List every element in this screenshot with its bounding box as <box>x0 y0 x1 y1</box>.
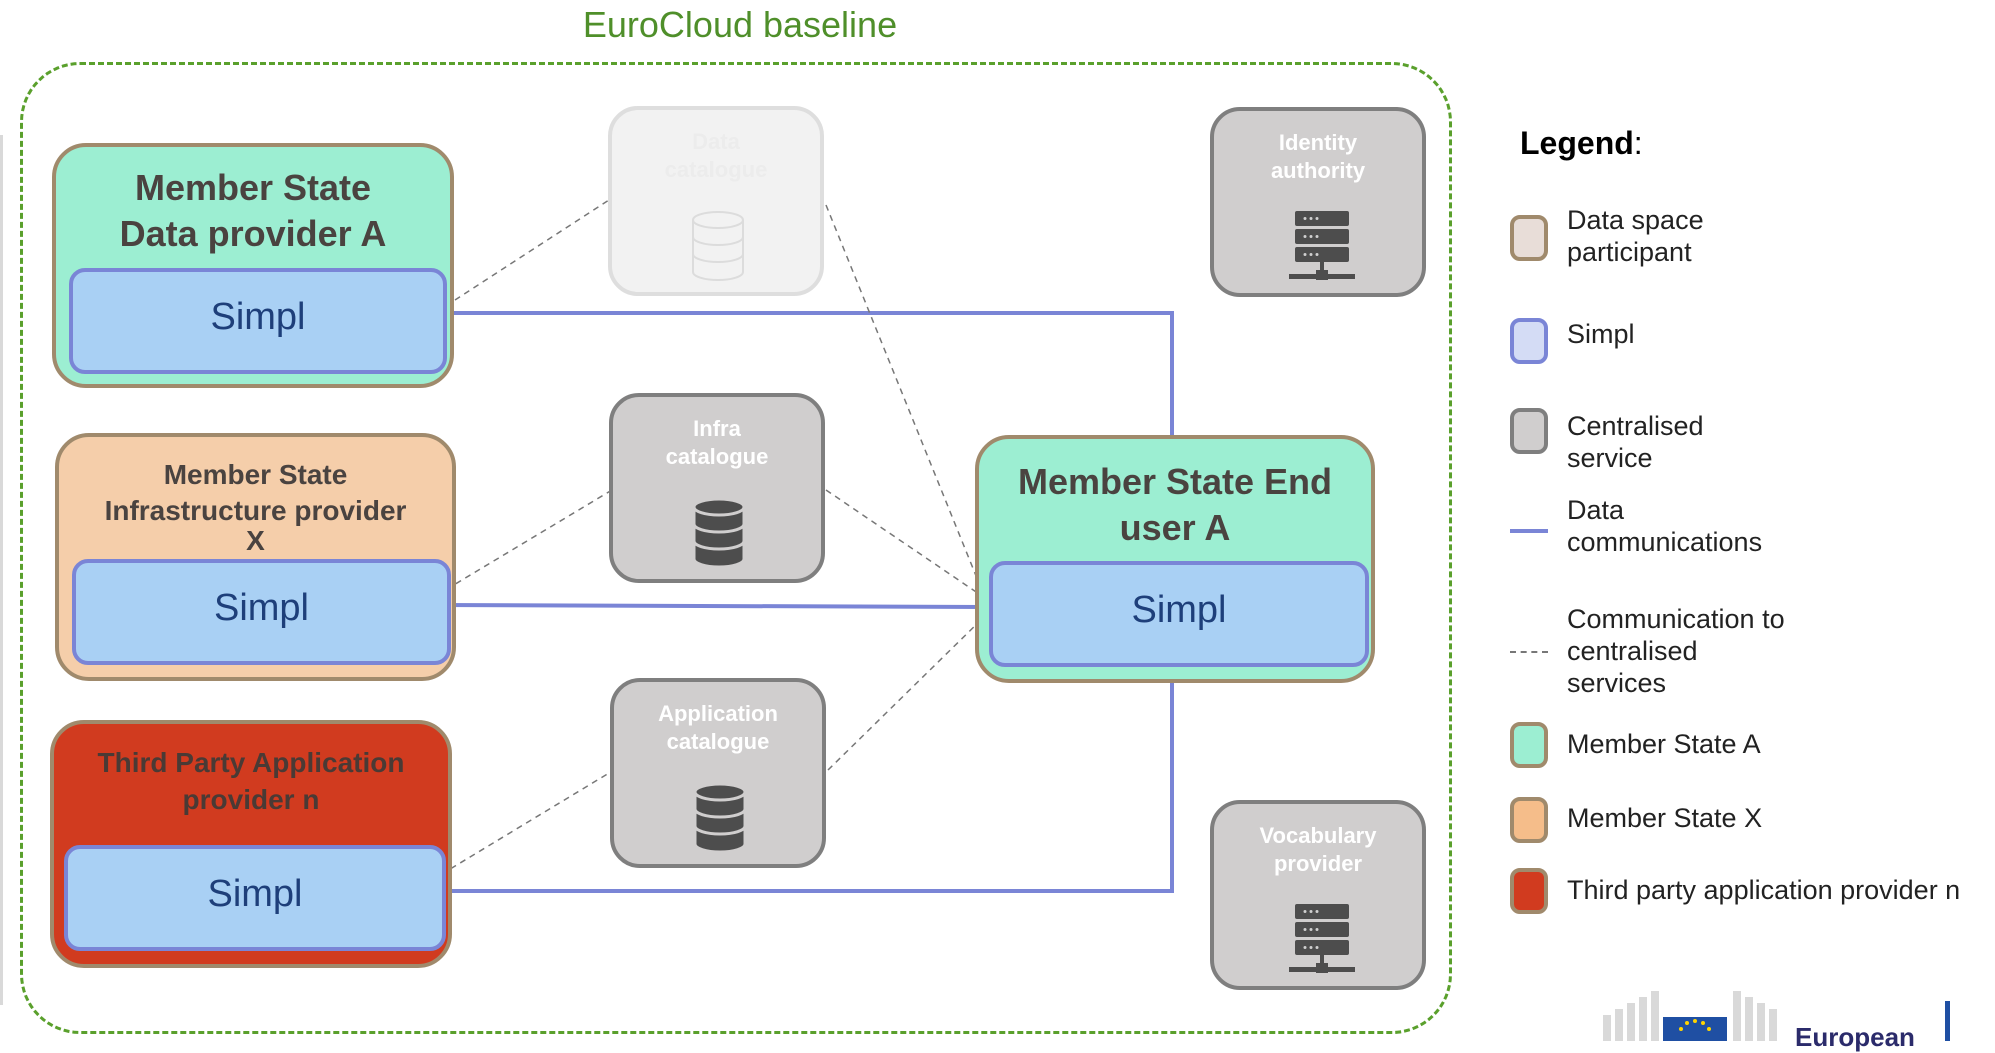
dashed-line-infra-catalogue-end-user <box>825 489 986 599</box>
database-icon <box>692 497 746 569</box>
database-icon <box>693 782 747 854</box>
legend-label-centralised: Centralised service <box>1567 411 1704 473</box>
service-application-catalogue: Application catalogue <box>610 678 826 868</box>
european-commission-logo <box>1603 991 1950 1041</box>
service-data-catalogue: Data catalogue <box>608 106 824 296</box>
dashed-line-data-catalogue-end-user <box>825 204 986 599</box>
legend-swatch-participant <box>1510 215 1548 261</box>
data-line-provider-x <box>436 603 986 609</box>
legend-label-central-communication: Communication to centralised services <box>1567 604 1785 698</box>
legend-line-data-communications <box>1510 529 1548 533</box>
database-icon <box>692 211 744 281</box>
participant-title: Member State Infrastructure provider X <box>104 459 407 556</box>
left-divider <box>0 135 3 1005</box>
diagram-title: EuroCloud baseline <box>582 4 898 45</box>
participant-title: Member State End user A <box>1017 461 1333 548</box>
participant-title: Third Party Application provider n <box>97 747 405 815</box>
legend-line-central-communication <box>1510 651 1548 653</box>
legend-swatch-third-party <box>1510 868 1548 914</box>
legend-label-member-state-x: Member State X <box>1567 803 1763 833</box>
legend-label-participant: Data space participant <box>1567 205 1704 267</box>
legend-title: Legend: <box>1520 125 1643 161</box>
legend-swatch-member-state-a <box>1510 722 1548 768</box>
dashed-line-application-catalogue-end-user <box>827 615 986 771</box>
server-icon <box>1289 904 1355 973</box>
logo-text: European <box>1795 1022 1915 1052</box>
legend-label-member-state-a: Member State A <box>1567 729 1761 759</box>
dashed-line-provider-n-application-catalogue <box>431 769 615 881</box>
dashed-line-provider-x-infra-catalogue <box>436 489 613 596</box>
participant-third-party-application-provider-n: Third Party Application provider n Simpl <box>50 720 452 968</box>
participant-title: Member State Data provider A <box>119 167 387 254</box>
simpl-box[interactable]: Simpl <box>989 561 1369 667</box>
data-line-provider-a <box>450 311 1174 435</box>
server-icon <box>1289 211 1355 280</box>
legend-swatch-simpl <box>1510 318 1548 364</box>
legend-label-simpl: Simpl <box>1567 319 1635 349</box>
data-line-provider-n <box>432 657 1174 893</box>
simpl-box[interactable]: Simpl <box>72 559 451 665</box>
legend-label-third-party: Third party application provider n <box>1567 875 1961 905</box>
eurocloud-boundary <box>20 62 1452 1034</box>
service-infra-catalogue: Infra catalogue <box>609 393 825 583</box>
legend-swatch-member-state-x <box>1510 797 1548 843</box>
participant-end-user-a: Member State End user A Simpl <box>975 435 1375 683</box>
service-vocabulary-provider: Vocabulary provider <box>1210 800 1426 990</box>
service-label: Application catalogue <box>658 701 778 754</box>
simpl-box[interactable]: Simpl <box>69 268 447 374</box>
simpl-box[interactable]: Simpl <box>64 845 446 951</box>
service-label: Identity authority <box>1270 130 1366 183</box>
service-label: Data catalogue <box>664 129 768 182</box>
participant-infrastructure-provider-x: Member State Infrastructure provider X S… <box>55 433 456 681</box>
participant-data-provider-a: Member State Data provider A Simpl <box>52 143 454 388</box>
service-label: Infra catalogue <box>665 416 769 469</box>
service-label: Vocabulary provider <box>1259 823 1377 876</box>
legend-swatch-centralised <box>1510 408 1548 454</box>
dashed-line-provider-a-data-catalogue <box>454 197 613 301</box>
service-identity-authority: Identity authority <box>1210 107 1426 297</box>
legend-label-data-communications: Data communications <box>1567 495 1763 557</box>
